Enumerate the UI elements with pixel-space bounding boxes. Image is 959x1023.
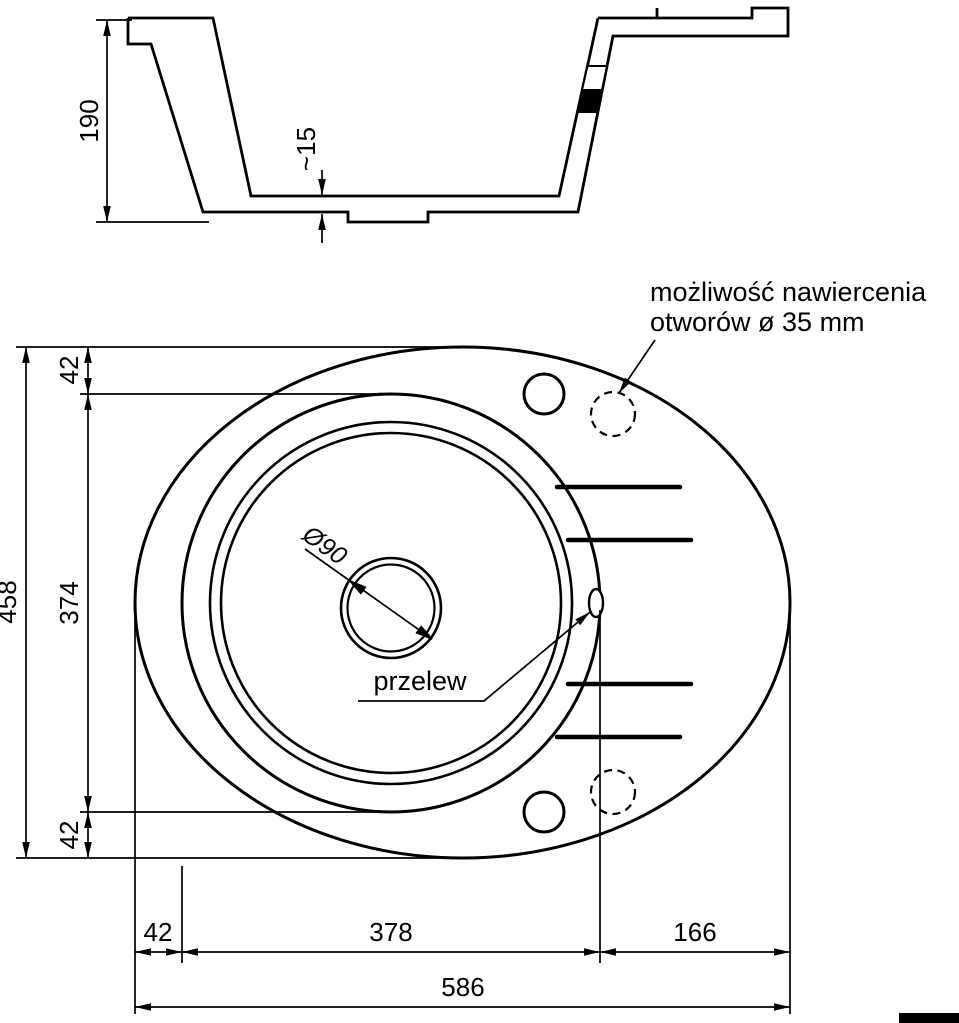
drill-note-leader-line bbox=[618, 339, 656, 394]
overflow-label: przelew bbox=[373, 666, 467, 696]
dim-top-offset-label: 42 bbox=[54, 356, 84, 385]
drain-diameter-arrow-lower bbox=[415, 625, 433, 640]
overflow-leader-line bbox=[358, 611, 591, 702]
section-outline-outer bbox=[126, 6, 790, 224]
drawing-root: 190 ~15 bbox=[0, 6, 959, 1023]
dim-left-offset-label: 42 bbox=[144, 917, 173, 947]
dim-drainer-width-label: 166 bbox=[673, 917, 716, 947]
top-view-dimensions: 458 42 374 42 42 378 166 586 bbox=[0, 346, 791, 1014]
faucet-hole-bottom bbox=[522, 790, 566, 834]
section-view bbox=[126, 6, 790, 224]
dim-overall-height-label: 458 bbox=[0, 580, 22, 623]
drill-hole-top-dashed bbox=[589, 390, 637, 438]
section-outline-inner bbox=[128, 16, 600, 198]
bowl-inner-circle bbox=[219, 431, 563, 775]
overflow-mark bbox=[587, 587, 605, 619]
drill-hole-bottom-dashed bbox=[589, 768, 637, 816]
drill-note-line2: otworów ø 35 mm bbox=[650, 307, 865, 337]
corner-bar bbox=[899, 1013, 959, 1023]
faucet-hole-top bbox=[522, 372, 566, 416]
drill-note-callout: możliwość nawiercenia otworów ø 35 mm bbox=[618, 277, 927, 394]
overflow-callout: przelew bbox=[358, 611, 591, 702]
dim-depth-label: 190 bbox=[74, 99, 104, 142]
top-view bbox=[133, 345, 792, 860]
dim-bowl-height-label: 374 bbox=[54, 581, 84, 624]
dim-bottom-offset-label: 42 bbox=[54, 821, 84, 850]
bowl-outer-circle bbox=[180, 392, 602, 814]
drill-note-line1: możliwość nawiercenia bbox=[650, 277, 927, 307]
drain-outer-circle bbox=[339, 556, 443, 660]
section-break-mark-white bbox=[580, 65, 609, 91]
drain-diameter-arrow-upper bbox=[349, 580, 367, 595]
section-break-mark-black bbox=[576, 89, 604, 113]
drain-diameter-callout: Ø90 bbox=[296, 520, 433, 640]
dim-bowl-width-label: 378 bbox=[369, 917, 412, 947]
dim-thickness-label: ~15 bbox=[291, 127, 321, 171]
dim-overall-width-label: 586 bbox=[441, 972, 484, 1002]
sink-outline bbox=[133, 345, 792, 860]
section-dimensions: 190 ~15 bbox=[74, 19, 326, 243]
drain-inner-circle bbox=[346, 563, 436, 653]
bowl-rim-circle bbox=[208, 420, 574, 786]
drain-diameter-line bbox=[304, 548, 433, 640]
